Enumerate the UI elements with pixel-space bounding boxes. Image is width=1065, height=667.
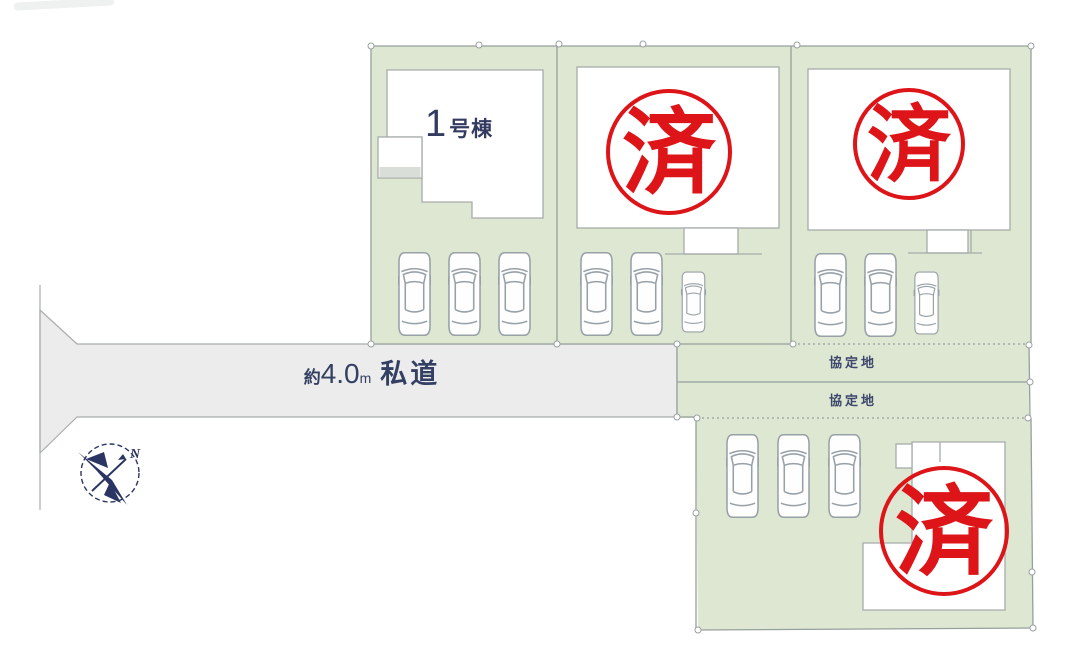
road-width-value: 4.0 xyxy=(320,358,360,389)
road-label-prefix: 約 xyxy=(303,368,321,387)
car-icon xyxy=(777,433,810,519)
car-icon xyxy=(580,251,613,337)
house-2-porch xyxy=(683,227,739,255)
agreement-strip-1-area xyxy=(677,344,1029,382)
north-label: N xyxy=(129,447,141,462)
building-1-label: 1 号棟 xyxy=(425,105,493,143)
sold-stamp-lot-2: 済 xyxy=(606,89,732,215)
car-icon xyxy=(828,433,861,519)
car-icon xyxy=(630,251,663,337)
building-1-suffix: 号棟 xyxy=(449,118,494,141)
boundary-point-markers xyxy=(367,40,1037,634)
house-1-bay-step xyxy=(379,167,421,177)
agreement-strip-2-area xyxy=(677,382,1029,418)
house-3-porch xyxy=(926,229,969,254)
house-4-porch xyxy=(895,443,913,469)
car-icon xyxy=(398,251,431,337)
car-icon xyxy=(814,252,847,338)
car-icon xyxy=(448,251,481,337)
lot-boundary-lines xyxy=(370,45,1034,631)
car-icon xyxy=(726,433,759,519)
house-3-porch-line xyxy=(908,230,982,254)
road-label: 約 4.0 m 私道 xyxy=(262,360,482,396)
car-icon xyxy=(498,251,531,337)
agreement-strip-2-label: 協定地 xyxy=(828,393,877,408)
building-1-number: 1 xyxy=(425,103,447,145)
car-icon xyxy=(864,252,897,338)
car-icon xyxy=(680,271,707,333)
sold-stamp-lot-4: 済 xyxy=(879,466,1009,596)
north-arrow-icon: N xyxy=(78,443,141,505)
sold-stamp-lot-3: 済 xyxy=(853,88,965,200)
car-icon xyxy=(913,271,940,335)
agreement-strip-1-label: 協定地 xyxy=(828,355,877,370)
road-width-unit: m xyxy=(359,370,372,386)
road-type-name: 私道 xyxy=(380,359,441,389)
